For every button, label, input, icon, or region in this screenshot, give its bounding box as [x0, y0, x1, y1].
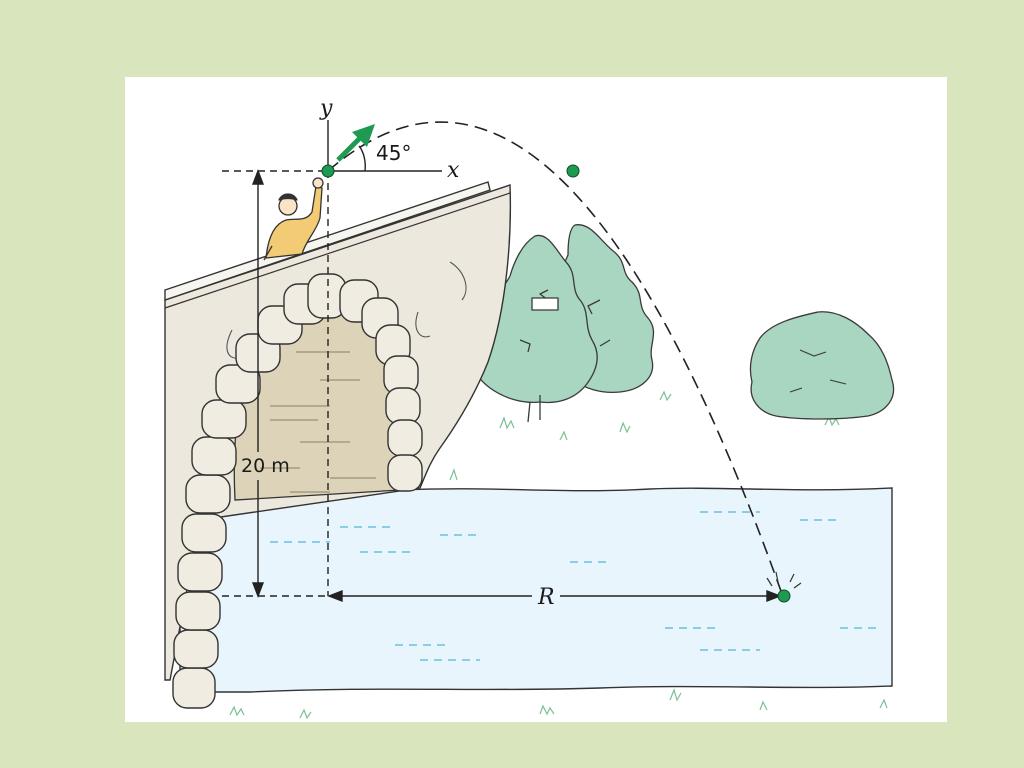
bridge-parapet	[164, 181, 491, 301]
range-label: R	[537, 585, 555, 610]
x-axis-label: x	[447, 158, 460, 183]
tree-trunks	[527, 395, 541, 423]
height-label: 20 m	[241, 455, 290, 477]
arch-hatching	[260, 351, 376, 493]
bush-texture	[789, 349, 847, 393]
ball-landing-point	[777, 589, 791, 603]
parapet-inner-line	[164, 192, 511, 309]
splash-marks	[766, 571, 802, 589]
grass-tufts	[229, 390, 888, 720]
y-axis-label: y	[319, 96, 333, 121]
water-ripples	[270, 511, 880, 661]
height-dimension	[251, 169, 265, 598]
ball-mid-flight	[566, 164, 580, 178]
arrow-up-right-icon	[336, 124, 375, 162]
tree-group-left	[469, 224, 655, 404]
projectile-trajectory	[327, 121, 783, 595]
person-throwing-icon	[263, 177, 324, 261]
arch-stones	[172, 273, 423, 709]
reference-lines	[222, 170, 329, 597]
angle-label: 45°	[376, 141, 411, 165]
bush-right	[749, 311, 895, 420]
range-dimension	[327, 589, 782, 603]
ball-launch-point	[321, 164, 335, 178]
coordinate-axes	[327, 120, 442, 172]
